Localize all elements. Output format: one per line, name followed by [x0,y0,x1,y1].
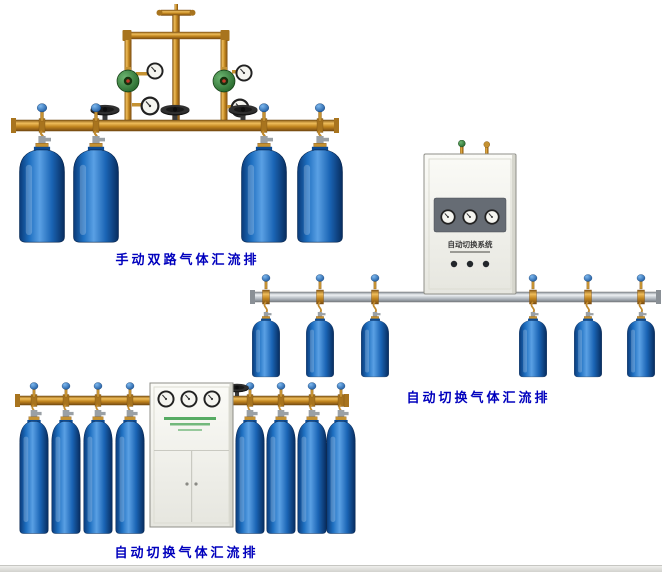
gas-cylinder-icon [297,409,327,534]
control-cabinet-icon [149,382,234,528]
gas-cylinder-icon [73,135,119,243]
gas-cylinder-icon [626,311,656,378]
regulator-icon [212,66,236,93]
product-image-auto-switch-manifold-2 [15,382,356,534]
gas-cylinder-icon [305,311,335,378]
gas-cylinder-icon [360,311,390,378]
manifold-header-pipe [250,289,661,305]
regulator-icon [116,66,140,93]
product-caption-auto-bottom: 自动切换气体汇流排 [114,546,259,561]
gas-cylinder-icon [266,409,296,534]
gas-cylinder-icon [51,409,81,534]
pigtail-hoses [263,301,643,314]
pressure-gauge-icon [202,389,222,409]
valve-cap-icon [261,274,271,290]
gas-cylinder-icon [326,409,356,534]
valve-cap-icon [636,274,646,290]
manifold-header-pipe [11,118,339,133]
pressure-gauge-icon [179,389,199,409]
product-caption-auto-right: 自动切换气体汇流排 [406,391,551,406]
manifold-top-piping [122,4,241,122]
cabinet-top-piping [458,140,491,156]
gas-cylinder-icon [573,311,603,378]
cabinet-label: 自动切换系统 [448,239,493,249]
pressure-gauge-icon [139,95,161,117]
pressure-gauge-icon [483,208,501,226]
product-image-auto-switch-manifold: 自动切换系统 [250,140,661,378]
pressure-gauge-icon [439,208,457,226]
handwheel-valve-icon [160,104,190,120]
valve-cap-icon [315,103,325,122]
pressure-gauge-icon [145,61,165,81]
gas-cylinder-icon [251,311,281,378]
product-image-manual-dual-manifold [11,4,343,243]
gas-cylinder-icon [115,409,145,534]
gas-cylinder-icon [19,135,65,243]
pressure-gauge-icon [461,208,479,226]
pigtail-hoses [39,130,323,141]
valve-cap-icon [259,103,269,122]
gas-cylinder-icon [518,311,548,378]
pressure-gauge-icon [234,63,254,83]
gas-cylinder-icon [83,409,113,534]
handwheel-valve-icon [228,104,258,120]
gas-cylinder-icon [235,409,265,534]
valve-cap-icon [315,274,325,290]
valve-cap-icon [37,103,47,122]
product-caption-manual-dual: 手动双路气体汇流排 [115,253,260,268]
valve-cap-icon [528,274,538,290]
pressure-gauge-icon [156,389,176,409]
manifold-header-pipe [15,394,349,407]
control-cabinet-icon: 自动切换系统 [423,153,517,295]
valve-cap-icon [370,274,380,290]
valve-cap-icon [583,274,593,290]
gas-cylinder-icon [19,409,49,534]
page-bottom-edge [0,565,662,572]
